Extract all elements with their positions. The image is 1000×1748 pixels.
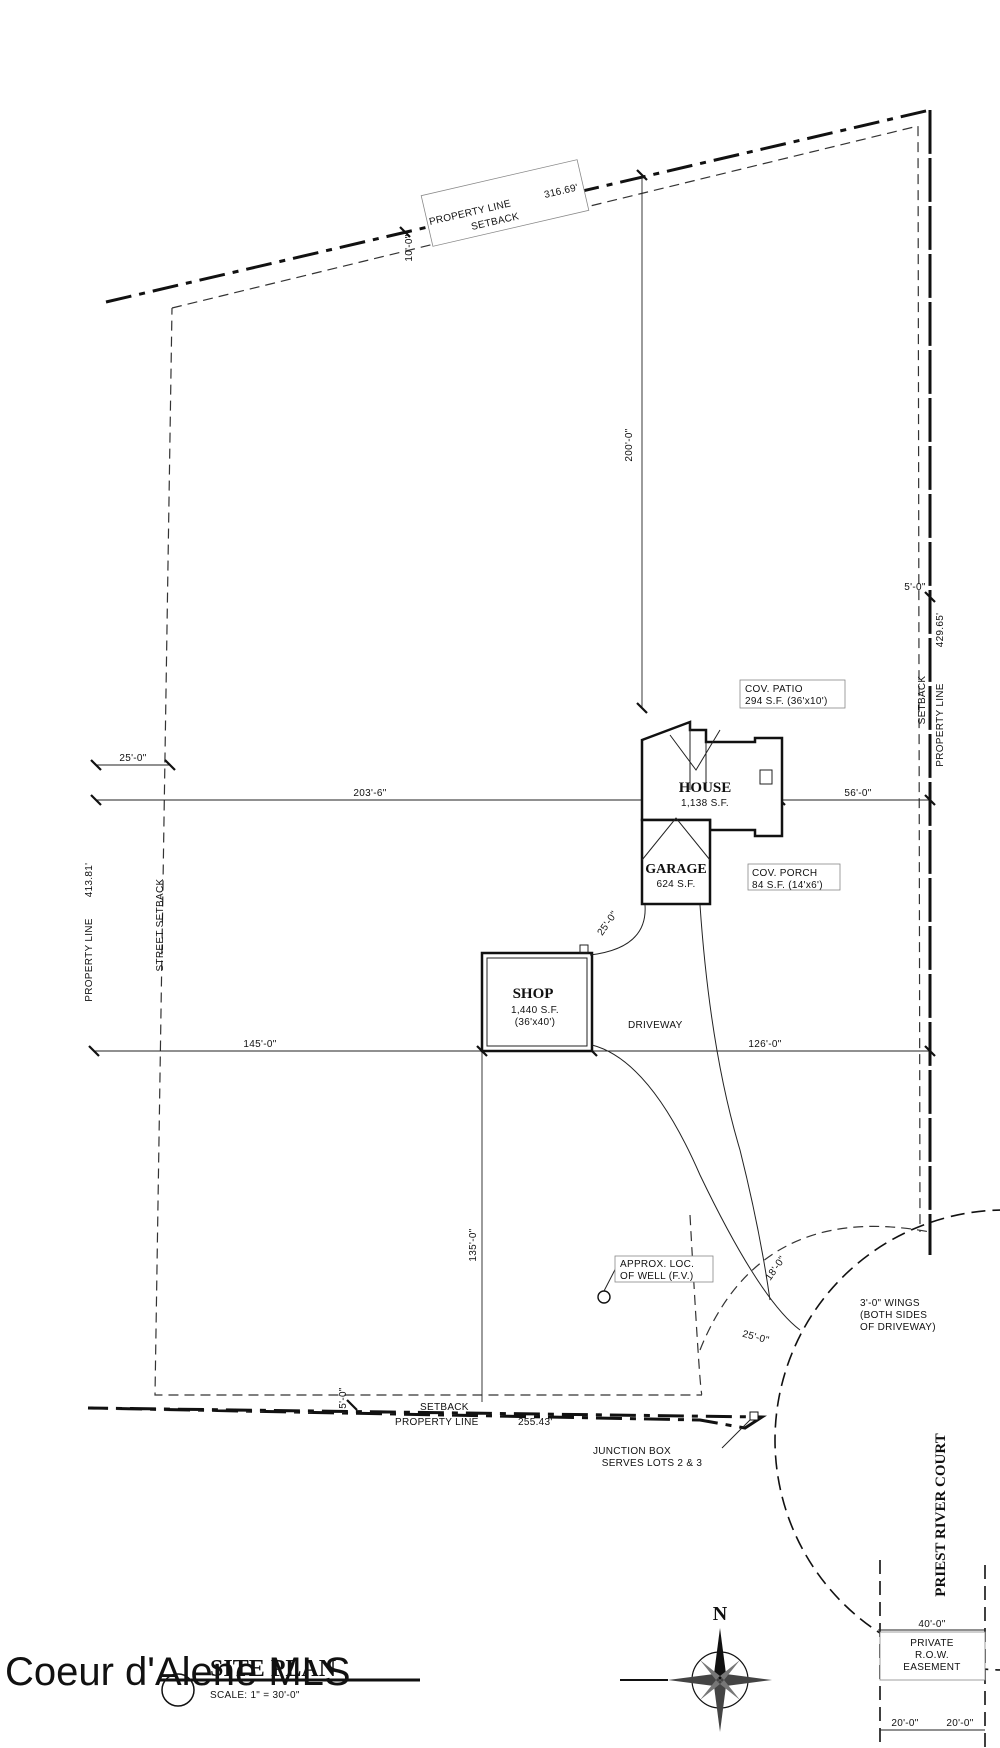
cov-porch-label-1: COV. PORCH — [752, 868, 817, 879]
wings-label-1: 3'-0" WINGS — [860, 1298, 920, 1309]
dim-shop-left-label: 145'-0" — [243, 1039, 276, 1050]
well-label-box — [614, 1255, 714, 1283]
property-boundary — [87, 108, 932, 1430]
dim-house-top-label: 200'-0" — [624, 428, 635, 461]
patio-label-box — [739, 679, 846, 709]
top-label-box — [420, 159, 590, 247]
garage-name: GARAGE — [645, 862, 706, 877]
property-line-right-length: 429.65' — [935, 613, 946, 648]
porch-label-box — [747, 863, 841, 891]
shop-building[interactable] — [480, 944, 594, 1053]
junction-label-1: JUNCTION BOX — [593, 1446, 671, 1457]
house-name: HOUSE — [679, 780, 732, 796]
setback-bottom-label: SETBACK — [420, 1402, 469, 1413]
shop-area: 1,440 S.F. — [511, 1005, 559, 1016]
dim-shop-bottom-label: 135'-0" — [468, 1228, 479, 1261]
cul-de-sac-outer — [699, 1225, 931, 1351]
property-line-bottom-label: PROPERTY LINE — [395, 1417, 479, 1428]
easement-half-left-label: 20'-0" — [891, 1718, 918, 1729]
easement-label-2: R.O.W. — [915, 1650, 949, 1661]
street-name: PRIEST RIVER COURT — [933, 1433, 949, 1596]
junction-label-2: SERVES LOTS 2 & 3 — [602, 1458, 703, 1469]
dim-setback-right-label: 5'-0" — [904, 582, 926, 593]
garage-to-shop-link — [589, 904, 646, 956]
north-arrow — [620, 1628, 772, 1732]
house-area: 1,138 S.F. — [681, 798, 729, 809]
easement-box — [879, 1631, 986, 1681]
dim-shop-garage-label: 25'-0" — [596, 909, 621, 938]
property-line-right-label: PROPERTY LINE — [935, 683, 946, 767]
cov-patio-label-1: COV. PATIO — [745, 684, 803, 695]
easement-width-label: 40'-0" — [918, 1619, 945, 1630]
easement-label-1: PRIVATE — [910, 1638, 953, 1649]
garage-area: 624 S.F. — [656, 879, 695, 890]
mls-watermark: Coeur d'Alene MLS — [5, 1650, 351, 1694]
junction-box — [749, 1411, 759, 1421]
wings-label-3: OF DRIVEWAY) — [860, 1322, 936, 1333]
cul-de-sac — [774, 1209, 1000, 1671]
well-marker — [597, 1290, 611, 1304]
well-label-2: OF WELL (F.V.) — [620, 1271, 693, 1282]
dim-house-left-label: 203'-6" — [353, 788, 386, 799]
dim-driveway-setback-label: 25'-0" — [741, 1329, 770, 1347]
setback-line — [154, 125, 921, 1396]
cov-porch-label-2: 84 S.F. (14'x6') — [752, 880, 823, 891]
street-setback-label: STREET SETBACK — [155, 879, 166, 972]
dim-house-right-label: 56'-0" — [844, 788, 871, 799]
wings-label-2: (BOTH SIDES — [860, 1310, 927, 1321]
shop-name: SHOP — [513, 986, 554, 1002]
driveway-label: DRIVEWAY — [628, 1020, 683, 1031]
shop-size: (36'x40') — [515, 1017, 555, 1028]
plan-scale: SCALE: 1" = 30'-0" — [210, 1690, 300, 1701]
junction-leader — [721, 1419, 751, 1449]
easement-label-3: EASEMENT — [903, 1662, 960, 1673]
dim-setback-top-label: 10'-0" — [404, 234, 415, 261]
driveway-edge-left — [591, 1044, 801, 1331]
plan-title: SITE PLAN — [210, 1656, 337, 1682]
easement-half-right-label: 20'-0" — [946, 1718, 973, 1729]
driveway-edge-right — [699, 904, 771, 1301]
north-label: N — [713, 1603, 728, 1625]
property-line-bottom-length: 255.43' — [518, 1417, 553, 1428]
property-line-left-length: 413.81' — [84, 863, 95, 898]
dim-shop-right-label: 126'-0" — [748, 1039, 781, 1050]
property-line-left-label: PROPERTY LINE — [84, 918, 95, 1002]
setback-right-label: SETBACK — [917, 676, 928, 725]
cov-patio-label-2: 294 S.F. (36'x10') — [745, 696, 828, 707]
dimension-ticks — [88, 169, 936, 1411]
dim-setback-left-label: 25'-0" — [119, 753, 146, 764]
title-bubble — [161, 1673, 195, 1707]
garage-building[interactable] — [640, 817, 712, 906]
well-label-1: APPROX. LOC. — [620, 1259, 694, 1270]
dim-setback-bottom-label: 5'-0" — [338, 1387, 349, 1409]
